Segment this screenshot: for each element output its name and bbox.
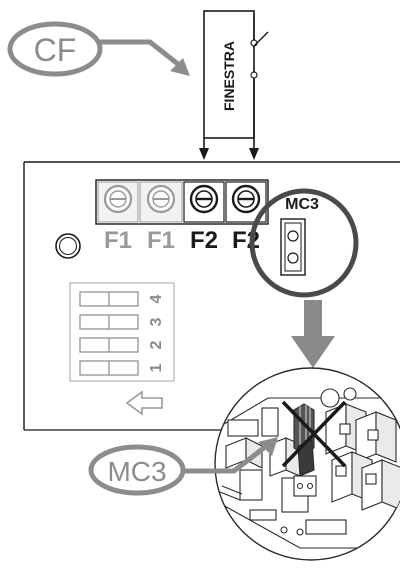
- cf-leader-line: [100, 39, 185, 70]
- terminal-f1-a: [97, 181, 139, 223]
- wire-right-arrowhead: [249, 148, 259, 160]
- terminal-label-f2-a: F2: [190, 227, 218, 254]
- switch-blade: [253, 31, 269, 47]
- wire-left-arrowhead: [199, 148, 209, 160]
- terminal-block: F1 F1 F2 F2: [95, 179, 269, 254]
- terminal-f2-a: [183, 181, 225, 223]
- terminal-label-f1-a: F1: [104, 227, 132, 254]
- cf-callout-ellipse: [7, 21, 103, 77]
- dip-switch: 4 3 2 1: [69, 282, 175, 416]
- cf-callout: CF: [7, 21, 190, 77]
- terminal-f1-b: [139, 181, 183, 223]
- zoom-board-edge: [215, 397, 400, 431]
- dip-number-1: 1: [148, 363, 165, 372]
- zoom-down-arrow: [291, 300, 335, 368]
- cf-leader-arrowhead: [170, 58, 190, 76]
- mc3-pin-icon: [287, 230, 299, 242]
- mc3-jumper-label: MC3: [285, 196, 319, 213]
- mc3-jumper-area: MC3: [249, 188, 359, 298]
- dip-number-2: 2: [148, 340, 165, 349]
- mc3-callout: MC3: [88, 437, 278, 496]
- board-round-button-inner: [59, 237, 77, 255]
- window-switch: FINESTRA: [199, 10, 269, 160]
- mc3-callout-label: MC3: [107, 456, 166, 487]
- down-arrow-head: [291, 336, 335, 368]
- cf-callout-label: CF: [34, 32, 77, 68]
- mc3-pin-icon: [287, 252, 299, 264]
- down-arrow-shaft: [304, 300, 322, 338]
- zoom-detail: [214, 367, 400, 561]
- terminal-label-f1-b: F1: [147, 227, 175, 254]
- remove-cross-line: [281, 400, 347, 468]
- dip-number-4: 4: [148, 294, 165, 303]
- mc3-jumper-cap: [284, 222, 302, 272]
- control-board: F1 F1 F2 F2 MC3: [23, 161, 400, 431]
- switch-label: FINESTRA: [221, 41, 237, 111]
- switch-contact-bottom: [250, 71, 258, 79]
- zoom-connector-blocks: [325, 403, 400, 511]
- mc3-callout-ellipse: [88, 444, 186, 496]
- switch-box: [203, 10, 255, 139]
- mc3-highlight-circle: [249, 188, 359, 298]
- mc3-leader-line: [183, 442, 271, 474]
- mc3-leader-arrowhead: [258, 437, 278, 456]
- arrow-left-icon: [125, 390, 163, 416]
- dip-number-3: 3: [148, 317, 165, 326]
